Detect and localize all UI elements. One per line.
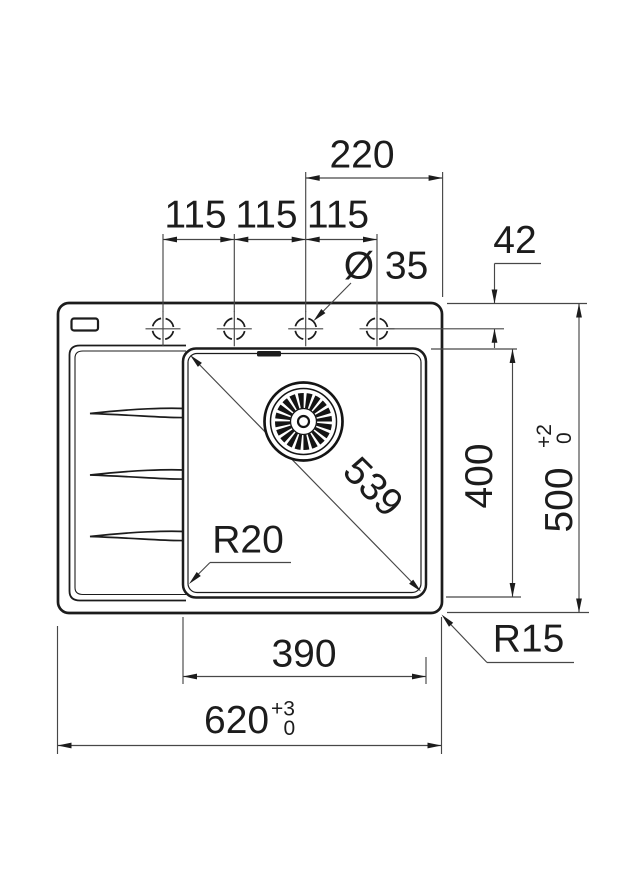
dim-115-label-3: 115 bbox=[307, 194, 369, 237]
dim-bowl-width-390: 390 bbox=[182, 617, 427, 684]
dim-bowl-radius-r20: R20 bbox=[189, 519, 291, 584]
strainer-teeth-slits bbox=[274, 392, 333, 451]
overflow-slot bbox=[70, 317, 100, 332]
dim-115-label-1: 115 bbox=[164, 194, 226, 237]
dim-500-tolerance-lower: 0 bbox=[553, 432, 576, 444]
bowl-top-notch bbox=[257, 351, 281, 357]
arrowhead bbox=[190, 355, 202, 367]
dim-500-label: 500 bbox=[538, 467, 581, 532]
tap-hole-1 bbox=[145, 311, 181, 347]
right-extension-lines bbox=[388, 302, 589, 614]
sink-outer-edge bbox=[56, 301, 444, 615]
strainer-center-hole bbox=[296, 414, 311, 429]
tap-hole-2 bbox=[216, 311, 252, 347]
dim-42-label: 42 bbox=[493, 219, 536, 262]
strainer-ring-2 bbox=[269, 387, 338, 456]
sink-outline bbox=[56, 301, 444, 615]
r20-label: R20 bbox=[212, 519, 284, 562]
drainboard-inner-edge bbox=[74, 350, 186, 596]
dim-390-label: 390 bbox=[271, 633, 336, 676]
dim-400-label: 400 bbox=[458, 443, 501, 508]
dim-edge-offset-42: 42 bbox=[491, 219, 541, 348]
dim-corner-radius-r15: R15 bbox=[441, 614, 574, 664]
tap-hole-3 bbox=[288, 311, 324, 347]
drainage-rib-2 bbox=[89, 468, 188, 480]
dim-bowl-depth-400: 400 bbox=[458, 349, 516, 597]
dim-620-label: 620 bbox=[204, 699, 269, 742]
drain-strainer bbox=[263, 381, 344, 462]
dim-620-tolerance-lower: 0 bbox=[284, 717, 296, 740]
dim-hole-diameter-callout: Ø 35 bbox=[313, 245, 429, 321]
arrowhead bbox=[409, 579, 421, 592]
dim-bowl-diagonal-539 bbox=[190, 355, 421, 592]
dim-115-label-2: 115 bbox=[235, 194, 297, 237]
bowl-inner-edge bbox=[187, 352, 422, 594]
hole-diameter-label: Ø 35 bbox=[344, 245, 429, 288]
drainboard-outer-edge bbox=[68, 344, 186, 602]
drainage-rib-3 bbox=[89, 530, 188, 542]
dim-220-label: 220 bbox=[329, 134, 394, 177]
dim-620-tolerance-upper: +3 bbox=[271, 698, 295, 721]
leader-line bbox=[445, 619, 488, 663]
dim-hole-spacing: 115 115 115 bbox=[162, 194, 378, 312]
drainage-rib-1 bbox=[89, 407, 188, 419]
dim-overall-depth-500: 500 +2 0 bbox=[533, 303, 582, 613]
drainboard bbox=[68, 344, 188, 602]
dim-overall-width-620: 620 +3 0 bbox=[56, 617, 443, 754]
dim-hole-offset-220: 220 bbox=[305, 134, 444, 312]
tap-holes bbox=[145, 311, 395, 347]
r15-label: R15 bbox=[493, 618, 565, 661]
dim-500-tolerance-upper: +2 bbox=[533, 424, 556, 448]
